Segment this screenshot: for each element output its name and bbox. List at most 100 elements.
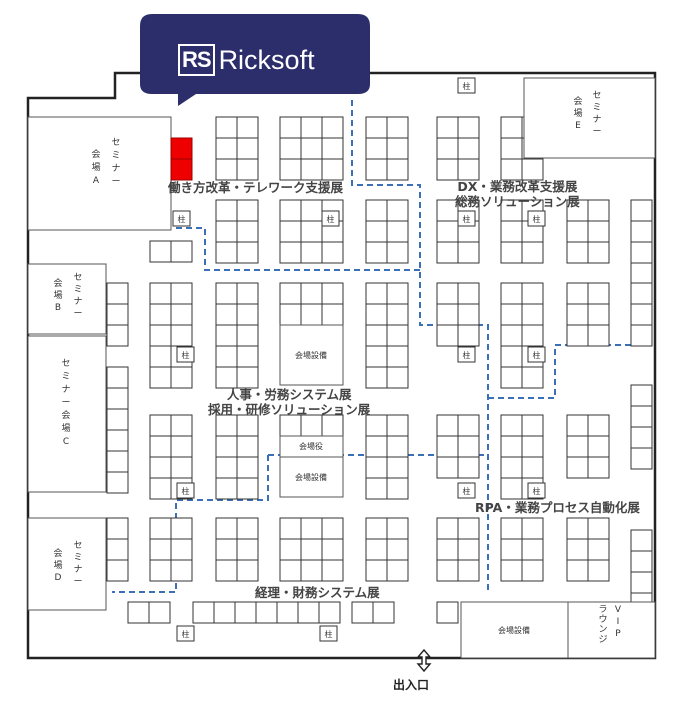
seminar-a-label: ー <box>111 177 120 187</box>
booth <box>457 137 480 160</box>
booth <box>500 303 523 326</box>
booth <box>170 517 193 540</box>
booth <box>566 220 589 243</box>
booth <box>365 559 388 582</box>
zone-finance: 経理・財務システム展 <box>255 585 380 600</box>
pillar <box>457 77 476 94</box>
vip-label: P <box>615 629 621 639</box>
booth <box>297 601 320 624</box>
booth <box>386 345 409 368</box>
booth <box>236 456 259 479</box>
booth <box>321 559 344 582</box>
booth <box>300 220 323 243</box>
booth <box>106 303 129 326</box>
booth <box>436 414 459 437</box>
booth <box>457 158 480 181</box>
booth <box>587 324 610 347</box>
booth <box>236 324 259 347</box>
seminar-d-label: ミ <box>73 553 82 563</box>
booth <box>149 477 172 500</box>
booth <box>236 116 259 139</box>
booth <box>436 220 459 243</box>
booth <box>300 241 323 264</box>
booth <box>279 517 302 540</box>
booth <box>318 601 341 624</box>
booth <box>279 220 302 243</box>
booth <box>457 559 480 582</box>
booth <box>436 116 459 139</box>
seminar-e-label: ナ <box>592 114 601 125</box>
booth <box>630 199 653 222</box>
booth <box>321 241 344 264</box>
booth <box>436 158 459 181</box>
booth <box>279 137 302 160</box>
seminar-d-label: 場 <box>53 559 62 571</box>
booth <box>521 324 544 347</box>
booth <box>215 345 238 368</box>
booth <box>148 601 171 624</box>
pillar-label: 柱 <box>182 629 190 639</box>
booth <box>300 303 323 326</box>
booth <box>457 456 480 479</box>
booth <box>170 324 193 347</box>
booth <box>127 601 150 624</box>
booth <box>279 538 302 561</box>
pillars: 柱柱柱柱柱柱柱柱柱柱柱柱柱 <box>172 77 546 642</box>
booth <box>170 456 193 479</box>
booth <box>630 282 653 305</box>
booth <box>215 456 238 479</box>
booth <box>386 414 409 437</box>
booth <box>630 262 653 285</box>
booth <box>521 517 544 540</box>
booth <box>587 456 610 479</box>
booth <box>521 538 544 561</box>
booth <box>149 559 172 582</box>
seminar-e-label: 会 <box>573 95 582 107</box>
seminar-d-label: ー <box>73 577 82 587</box>
booth <box>500 538 523 561</box>
booth <box>587 241 610 264</box>
ricksoft-callout <box>140 14 370 106</box>
booth <box>587 517 610 540</box>
booth <box>566 324 589 347</box>
booth <box>215 366 238 389</box>
seminar-room-e <box>523 77 656 159</box>
booth <box>149 303 172 326</box>
booth <box>149 414 172 437</box>
pillar <box>457 210 476 227</box>
booth <box>215 324 238 347</box>
booth <box>236 158 259 181</box>
seminar-e-label: セ <box>592 90 601 101</box>
booth <box>215 538 238 561</box>
booth <box>321 303 344 326</box>
booth <box>566 282 589 305</box>
booth <box>566 414 589 437</box>
booth <box>236 414 259 437</box>
vip-label: I <box>617 617 620 627</box>
booth <box>279 303 302 326</box>
booth <box>500 366 523 389</box>
facility-center-mid <box>279 456 344 498</box>
pillar <box>457 346 476 363</box>
vip-label: ン <box>598 625 607 635</box>
booth <box>215 517 238 540</box>
booth <box>630 571 653 594</box>
booth <box>630 303 653 326</box>
seminar-d-label: D <box>55 573 62 583</box>
booth <box>521 366 544 389</box>
booth <box>457 517 480 540</box>
zone-hr-line1: 人事・労務システム展 <box>226 387 352 402</box>
booth <box>321 538 344 561</box>
booth <box>149 324 172 347</box>
booth <box>457 241 480 264</box>
booth <box>106 517 129 540</box>
booth <box>215 241 238 264</box>
booth <box>500 282 523 305</box>
pillar <box>176 482 195 499</box>
route <box>112 455 269 593</box>
booth <box>170 414 193 437</box>
ricksoft-booth[interactable] <box>170 137 193 181</box>
booth <box>149 538 172 561</box>
highlight-cell <box>170 137 193 160</box>
